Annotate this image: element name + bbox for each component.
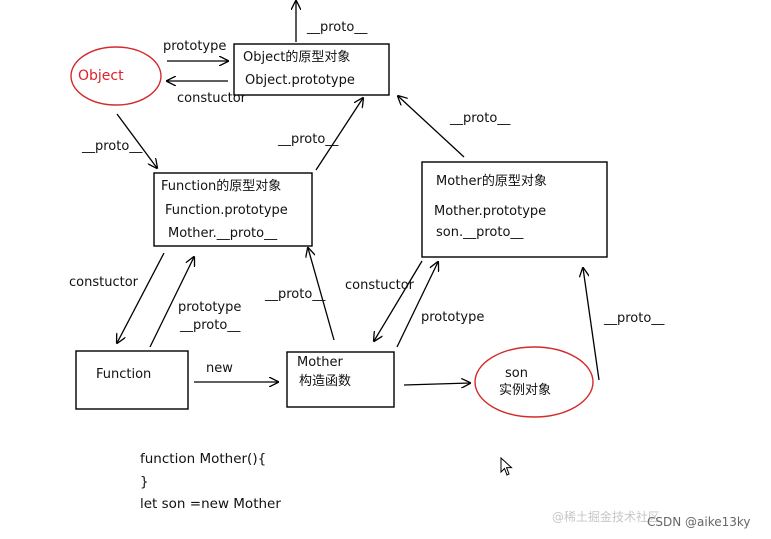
object-node: Object xyxy=(70,46,162,106)
svg-text:Mother.prototype: Mother.prototype xyxy=(434,204,546,219)
code-line: } xyxy=(140,473,149,490)
juejin-watermark: @稀土掘金技术社区 xyxy=(552,510,661,524)
arrow-mother-to-son xyxy=(403,383,470,385)
arrow-function-prototype xyxy=(149,257,194,348)
mother-prototype-box: Mother的原型对象 Mother.prototype son.__proto… xyxy=(421,161,608,258)
function-box: Function xyxy=(75,350,189,410)
svg-text:构造函数: 构造函数 xyxy=(299,374,351,389)
svg-text:Function的原型对象: Function的原型对象 xyxy=(161,178,281,194)
label-son-proto: __proto__ xyxy=(603,311,665,326)
svg-text:实例对象: 实例对象 xyxy=(499,383,551,398)
svg-text:Mother.__proto__: Mother.__proto__ xyxy=(168,226,278,241)
code-line: function Mother(){ xyxy=(140,451,267,467)
label-object-prototype: prototype xyxy=(163,39,226,54)
label-new: new xyxy=(206,361,233,376)
arrow-mother-constructor xyxy=(374,260,423,341)
arrow-mother-proto-to-object-proto xyxy=(398,96,465,158)
code-snippet: function Mother(){ } let son =new Mother xyxy=(140,448,281,516)
label-object-constructor: constuctor xyxy=(177,91,247,106)
label-mother-to-funcproto: __proto__ xyxy=(264,287,326,302)
code-line: let son =new Mother xyxy=(140,496,281,512)
svg-text:Mother: Mother xyxy=(297,355,344,370)
svg-text:Mother的原型对象: Mother的原型对象 xyxy=(436,173,547,189)
label-mother-constructor: constuctor xyxy=(345,278,415,293)
label-motherproto-to-objproto: __proto__ xyxy=(449,111,511,126)
label-mother-prototype: prototype xyxy=(421,310,484,325)
svg-text:Function.prototype: Function.prototype xyxy=(165,203,288,218)
label-funcproto-to-objproto: __proto__ xyxy=(277,132,339,147)
svg-text:Object的原型对象: Object的原型对象 xyxy=(243,49,350,65)
label-top-proto: __proto__ xyxy=(306,20,368,35)
mouse-cursor-icon xyxy=(500,457,513,476)
svg-text:Object.prototype: Object.prototype xyxy=(245,73,355,88)
mother-constructor-box: Mother 构造函数 xyxy=(286,351,395,408)
arrow-object-to-function-proto xyxy=(116,113,157,168)
csdn-watermark: CSDN @aike13ky xyxy=(647,515,751,529)
svg-text:Object: Object xyxy=(78,68,124,84)
svg-text:son.__proto__: son.__proto__ xyxy=(436,225,524,240)
function-prototype-box: Function的原型对象 Function.prototype Mother.… xyxy=(153,172,313,247)
arrow-mother-to-function-proto xyxy=(308,248,335,341)
label-object-proto-left: __proto__ xyxy=(81,139,143,154)
label-function-prototype: prototype xyxy=(178,300,241,315)
arrow-mother-prototype xyxy=(396,262,438,348)
son-instance-node: son 实例对象 xyxy=(474,346,594,418)
arrow-son-proto xyxy=(583,268,600,381)
object-prototype-box: Object的原型对象 Object.prototype xyxy=(233,43,390,96)
label-function-proto-self: __proto__ xyxy=(179,318,241,333)
svg-text:Function: Function xyxy=(96,367,151,382)
arrow-function-proto-to-object-proto xyxy=(315,98,363,171)
arrow-function-constructor xyxy=(117,252,165,343)
svg-text:son: son xyxy=(505,366,528,381)
label-function-constructor: constuctor xyxy=(69,275,139,290)
